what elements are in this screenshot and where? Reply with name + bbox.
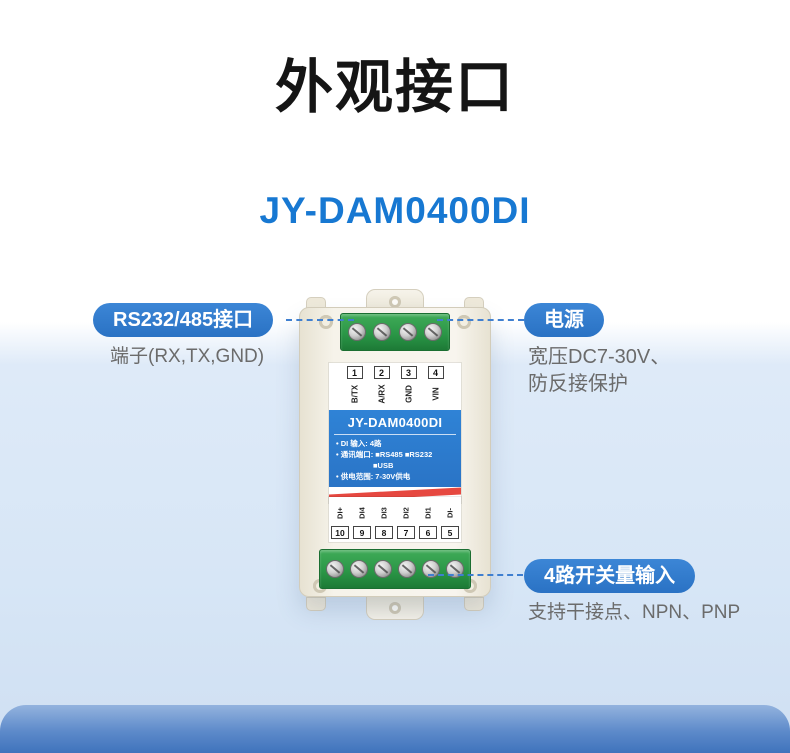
pin-number: 9 (353, 526, 371, 539)
case-ear-bottom-left (306, 597, 326, 611)
pin-number: 3 (400, 366, 417, 379)
top-pin-name-row: B/TX A/RX GND VIN (329, 380, 461, 408)
terminal-screw (422, 560, 440, 578)
terminal-screw (423, 323, 442, 341)
terminal-screw (398, 560, 416, 578)
connector-line-power (437, 319, 524, 321)
bottom-pin-name-row: DI+ DI4 DI3 DI2 DI1 DI- (329, 501, 461, 525)
callout-rs232-desc: 端子(RX,TX,GND) (110, 346, 265, 367)
case-screw-hole (457, 315, 471, 329)
terminal-block-top (340, 313, 450, 351)
front-label: 1 2 3 4 B/TX A/RX GND VIN JY-DAM0400DI •… (329, 363, 461, 503)
pin-number: 4 (427, 366, 444, 379)
label-model-text: JY-DAM0400DI (334, 410, 456, 435)
terminal-screw (398, 323, 417, 341)
label-blue-panel: JY-DAM0400DI • DI 输入: 4路 • 通讯端口: ■RS485 … (329, 410, 461, 487)
pin-number: 7 (397, 526, 415, 539)
pin-name-label: A/RX (377, 384, 386, 404)
top-pin-strip: 1 2 3 4 B/TX A/RX GND VIN (329, 363, 461, 410)
top-pin-number-row: 1 2 3 4 (329, 366, 461, 379)
spec-line: • 通讯端口: ■RS485 ■RS232 (336, 450, 433, 459)
pin-name-label: DI3 (379, 507, 389, 519)
pin-number: 10 (331, 526, 349, 539)
spec-line: ■USB (373, 461, 394, 470)
connector-line-rs232 (286, 319, 354, 321)
pin-name-label: DI+ (335, 507, 345, 519)
pin-name: VIN (428, 380, 444, 408)
terminal-screw (446, 560, 464, 578)
pin-number: 1 (346, 366, 363, 379)
pin-name: GND (401, 380, 417, 408)
pin-name-label: DI2 (401, 507, 411, 519)
callout-power-desc-line1: 宽压DC7-30V、 (528, 346, 671, 368)
mount-tab-bottom (366, 594, 424, 620)
callout-di-label: 4路开关量输入 (524, 559, 696, 593)
pin-name: A/RX (374, 380, 390, 408)
pin-name: DI2 (397, 501, 415, 525)
terminal-screw (373, 323, 392, 341)
pin-name-label: DI4 (357, 507, 367, 519)
terminal-screw (326, 560, 344, 578)
callout-di-desc: 支持干接点、NPN、PNP (528, 602, 741, 623)
pin-name: DI3 (375, 501, 393, 525)
model-title: JY-DAM0400DI (259, 190, 531, 231)
footer-band (0, 705, 790, 753)
case-ear-bottom-right (464, 597, 484, 611)
pin-number: 5 (441, 526, 459, 539)
bottom-label: DI+ DI4 DI3 DI2 DI1 DI- 10 9 8 7 6 5 (329, 497, 461, 542)
spec-line: • 供电范围: 7-30V供电 (336, 472, 411, 481)
pin-name: B/TX (347, 380, 363, 408)
pin-name-label: GND (404, 385, 413, 403)
case-screw-hole (319, 315, 333, 329)
callout-power-desc-line2: 防反接保护 (528, 373, 628, 395)
pin-name-label: DI1 (423, 507, 433, 519)
pin-number: 8 (375, 526, 393, 539)
page-title: 外观接口 (274, 55, 515, 120)
mount-hole-bottom (389, 602, 401, 614)
terminal-block-bottom (319, 549, 471, 589)
mount-hole-top (389, 296, 401, 308)
pin-name: DI+ (331, 501, 349, 525)
callout-power-label: 电源 (524, 303, 604, 337)
pin-name-label: DI- (445, 508, 455, 518)
connector-line-di (428, 574, 523, 576)
pin-name-label: B/TX (350, 384, 359, 404)
pin-number: 2 (373, 366, 390, 379)
terminal-screw (374, 560, 392, 578)
terminal-screw (348, 323, 367, 341)
pin-name: DI4 (353, 501, 371, 525)
spec-line: • DI 输入: 4路 (336, 439, 382, 448)
pin-name: DI1 (419, 501, 437, 525)
pin-number: 6 (419, 526, 437, 539)
terminal-screw (350, 560, 368, 578)
bottom-pin-number-row: 10 9 8 7 6 5 (329, 526, 461, 539)
device-illustration: 1 2 3 4 B/TX A/RX GND VIN JY-DAM0400DI •… (299, 289, 491, 620)
pin-name: DI- (441, 501, 459, 525)
callout-rs232-label: RS232/485接口 (93, 303, 274, 337)
pin-name-label: VIN (431, 387, 440, 401)
